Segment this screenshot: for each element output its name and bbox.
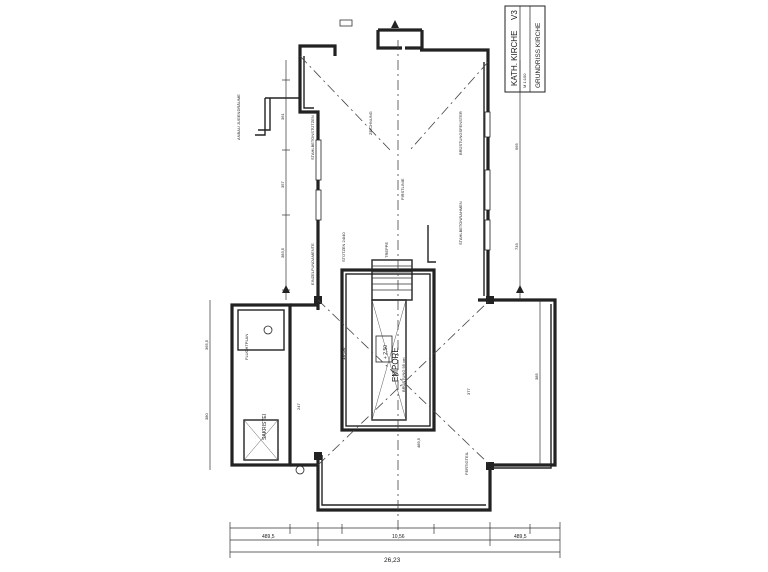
title-main: KATH. KIRCHE xyxy=(510,31,519,86)
dim-depth-a: 380 xyxy=(204,413,209,420)
dim-bay-2: 357 xyxy=(280,181,285,188)
annex-label: ANBAU JUGENDRÄUME xyxy=(236,94,241,140)
nave-left-wall xyxy=(298,56,320,310)
dim-bay-1: 361 xyxy=(280,113,285,120)
axis-lines xyxy=(299,40,491,530)
dim-left-seg: 365,5 xyxy=(204,339,209,350)
sakristei-label: SAKRISTEI xyxy=(262,414,268,440)
left-dimension-chain: 361 357 383,5 365,5 380 xyxy=(204,60,290,470)
empore-level: + 2,50 xyxy=(383,345,389,359)
note-treppe: TREPPE xyxy=(384,242,389,258)
dim-depth-b: 565 xyxy=(514,143,519,150)
empore-gallery: EMPORE BRÜSTUNG 95 cm + 2,50 xyxy=(340,268,436,432)
left-annex: ANBAU JUGENDRÄUME xyxy=(236,94,300,140)
note-stuetzen: STÜTZEN 24/40 xyxy=(341,232,346,262)
title-block: KATH. KIRCHE V3 M 1:100 GRUNDRISS KIRCHE xyxy=(504,5,546,93)
annotations: STAHLBETONSTÜTZEN EINZELFUNDAMENTE BRÜST… xyxy=(244,111,469,475)
note-firstlinie: FIRSTLINIE xyxy=(400,178,405,200)
note-bruestungsfenster: BRÜSTUNGSFENSTER xyxy=(458,111,463,155)
note-fertigteil: FERTIGTEIL xyxy=(464,451,469,475)
dim-bay-3: 383,5 xyxy=(280,247,285,258)
dim-seg-mid: 10,56 xyxy=(392,534,405,540)
title-code: V3 xyxy=(510,10,519,20)
empore-label: EMPORE xyxy=(391,347,400,382)
note-einzelfundamente: EINZELFUNDAMENTE xyxy=(310,243,315,285)
dim-total: 26,23 xyxy=(384,557,401,564)
title-sub: GRUNDRISS KIRCHE xyxy=(535,22,542,88)
bottom-dimension-chain: 489,5 10,56 489,5 26,23 xyxy=(229,522,561,564)
section-markers xyxy=(263,285,524,475)
note-fluchtplan: FLUCHTPLAN xyxy=(244,334,249,360)
stair-area xyxy=(371,225,436,301)
entry-annex xyxy=(298,19,490,62)
dim-seg-left: 489,5 xyxy=(262,534,275,540)
right-dimension-chain: 385 565 733 xyxy=(514,60,541,465)
note-stahlbeton: STAHLBETONSTÜTZEN xyxy=(310,115,315,160)
dim-nave-width: 10,56 xyxy=(341,347,347,360)
note-stahlbetonrahmen: STAHLBETONRAHMEN xyxy=(458,201,463,245)
sakristei-block: SAKRISTEI xyxy=(230,303,318,467)
dim-side-b: 247 xyxy=(296,403,301,410)
dim-side-c: 385 xyxy=(534,373,539,380)
main-hall xyxy=(314,296,557,512)
dim-seg-right: 489,5 xyxy=(514,534,527,540)
title-scale: M 1:100 xyxy=(522,73,527,88)
empore-sub-label: BRÜSTUNG 95 cm xyxy=(401,357,406,392)
dim-depth-c: 733 xyxy=(514,243,519,250)
dim-depth-d: 489,5 xyxy=(416,437,421,448)
nave-windows xyxy=(315,111,491,251)
note-zeichnung: ZEICHNUNG xyxy=(368,111,373,135)
dim-side-a: 377 xyxy=(466,388,471,395)
middle-dimensions: 10,56 377 247 489,5 xyxy=(296,347,471,448)
